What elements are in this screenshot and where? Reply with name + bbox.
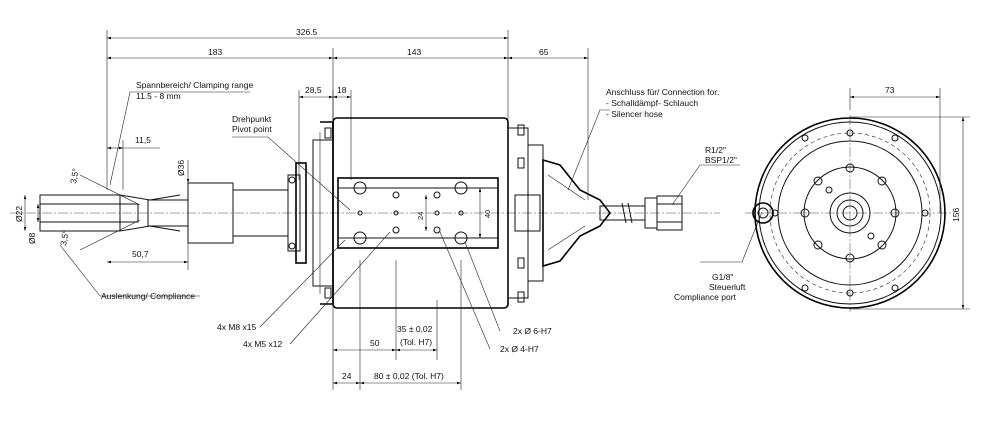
dim-d36: Ø36: [176, 160, 186, 176]
dim-50: 50: [370, 338, 380, 348]
dim-24-vertical: 24: [416, 212, 425, 220]
front-bolt-circle: [771, 129, 929, 297]
dim-156: 156: [951, 208, 961, 222]
label-m5: 4x M5 x12: [243, 339, 282, 349]
dim-right: 65: [539, 47, 549, 57]
dim-d22: Ø22: [14, 206, 24, 222]
dim-80-tolerance: 80 ± 0,02 (Tol. H7): [374, 371, 444, 381]
label-m8: 4x M8 x15: [217, 322, 256, 332]
dim-11-5: 11,5: [135, 135, 151, 145]
side-view: [10, 117, 720, 390]
label-h4: 2x Ø 4-H7: [500, 344, 539, 354]
dim-18: 18: [337, 85, 347, 95]
flange-bolts: [324, 124, 525, 303]
dim-35-tolerance: 35 ± 0,02: [397, 324, 433, 334]
front-view: 73 156: [745, 85, 970, 312]
label-clamping-range: Spannbereich/ Clamping range: [136, 80, 253, 90]
dim-left: 183: [208, 47, 222, 57]
left-dimensions: 11,5 50,7 Ø22 Ø8 Ø36 3,5° 3,5° Spannbere…: [14, 80, 253, 301]
label-g18: G1/8": [712, 272, 733, 282]
top-dimensions: 326.5 183 143 65 28,5 18: [106, 27, 589, 200]
label-h6: 2x Ø 6-H7: [513, 326, 552, 336]
label-pivot-de: Drehpunkt: [232, 114, 272, 124]
connection-annotations: Anschluss für/ Connection for: - Schalld…: [567, 87, 763, 302]
mounting-holes: [353, 181, 468, 245]
label-clamping-value: 11.5 - 8 mm: [136, 91, 181, 101]
dim-40-vertical: 40: [483, 210, 492, 218]
label-connection-de: - Schalldämpf- Schlauch: [606, 98, 698, 108]
angle-top: 3,5°: [68, 168, 80, 185]
dim-28-5: 28,5: [305, 85, 322, 95]
dim-overall: 326.5: [296, 27, 318, 37]
label-pivot-en: Pivot point: [232, 124, 272, 134]
dim-50-7: 50,7: [132, 249, 149, 259]
dim-73: 73: [885, 85, 895, 95]
dim-d8: Ø8: [27, 232, 37, 244]
label-compliance: Auslenkung/ Compliance: [101, 291, 195, 301]
label-connection-en: - Silencer hose: [606, 109, 663, 119]
dim-middle: 143: [407, 47, 421, 57]
label-r12: R1/2": [705, 145, 726, 155]
dim-24: 24: [342, 371, 352, 381]
middle-annotations: Drehpunkt Pivot point 4x M8 x15 4x M5 x1…: [217, 114, 552, 385]
angle-bottom: 3,5°: [58, 230, 70, 247]
label-compliance-port: Compliance port: [674, 292, 737, 302]
label-bsp12: BSP1/2": [705, 155, 737, 165]
label-steuerluft: Steuerluft: [709, 282, 746, 292]
dim-35-h7: (Tol. H7): [400, 337, 432, 347]
label-connection-title: Anschluss für/ Connection for:: [606, 87, 719, 97]
